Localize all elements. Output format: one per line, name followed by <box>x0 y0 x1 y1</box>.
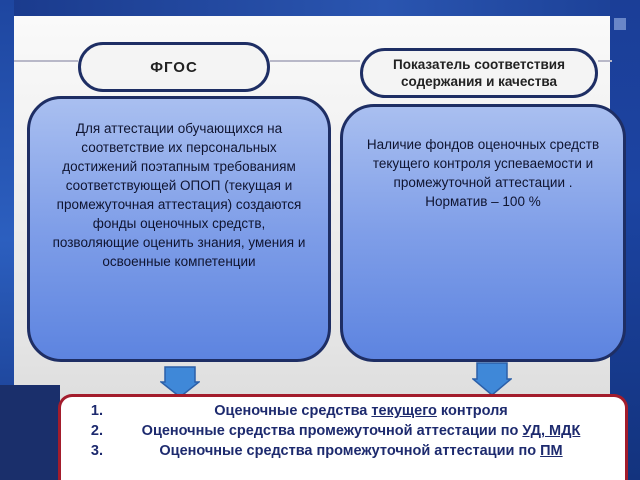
fgos-title: ФГОС <box>150 58 198 76</box>
divider-line-right <box>598 60 612 62</box>
indicator-card: Наличие фондов оценочных средств текущег… <box>340 104 626 362</box>
down-arrow-right-icon <box>472 362 512 396</box>
indicator-norm: Норматив – 100 % <box>425 194 541 209</box>
frame-top-bar <box>0 0 640 16</box>
fgos-card: Для аттестации обучающихся на соответств… <box>27 96 331 362</box>
divider-line-middle <box>270 60 360 62</box>
fgos-card-text: Для аттестации обучающихся на соответств… <box>52 121 306 269</box>
frame-left-bar <box>0 0 14 480</box>
list-item: Оценочные средства промежуточной аттеста… <box>107 441 625 461</box>
indicator-header: Показатель соответствия содержания и кач… <box>360 48 598 98</box>
down-arrow-left-icon <box>160 366 200 398</box>
list-item: Оценочные средства промежуточной аттеста… <box>107 421 625 441</box>
fgos-header: ФГОС <box>78 42 270 92</box>
list-item: Оценочные средства текущего контроля <box>107 401 625 421</box>
frame-left-corner <box>0 385 60 480</box>
indicator-card-text: Наличие фондов оценочных средств текущег… <box>366 137 600 190</box>
evaluation-tools-list: Оценочные средства текущего контроля Оце… <box>58 394 628 480</box>
indicator-title: Показатель соответствия содержания и кач… <box>393 57 565 89</box>
divider-line-left <box>14 60 78 62</box>
